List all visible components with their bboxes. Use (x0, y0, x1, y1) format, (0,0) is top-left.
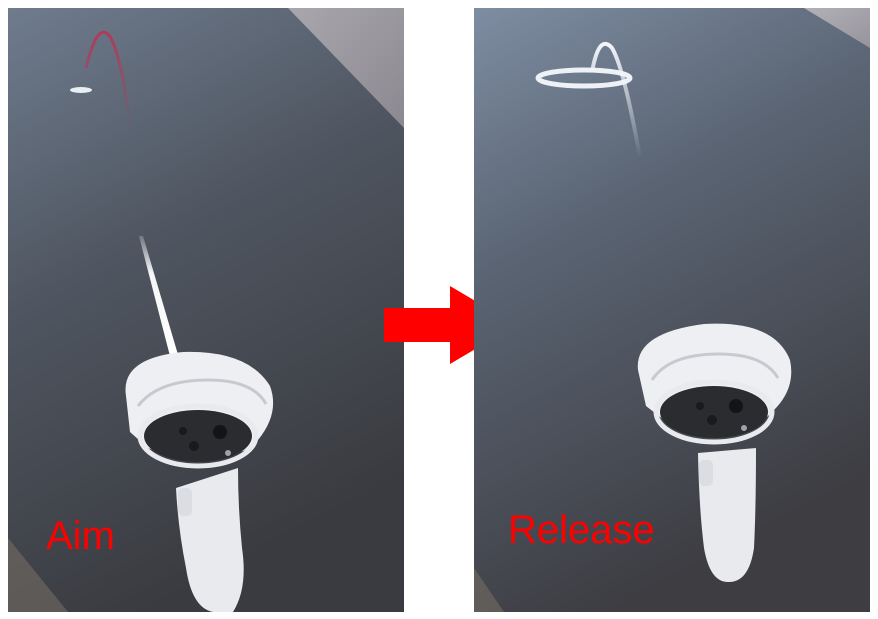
vr-scene-release (474, 8, 870, 612)
teleport-arc (590, 41, 642, 159)
release-caption: Release (508, 508, 655, 552)
wall (288, 8, 404, 128)
teleport-target-ring (535, 67, 633, 89)
vr-controller (125, 351, 274, 612)
aim-panel: Aim (8, 8, 404, 612)
vr-controller (637, 323, 792, 583)
vr-scene-aim (8, 8, 404, 612)
release-panel: Release (474, 8, 870, 612)
pointer-beam (139, 236, 179, 360)
aim-caption: Aim (46, 514, 115, 558)
teleport-arc (84, 30, 132, 129)
wall (804, 8, 870, 48)
teleport-target-marker (70, 87, 92, 93)
